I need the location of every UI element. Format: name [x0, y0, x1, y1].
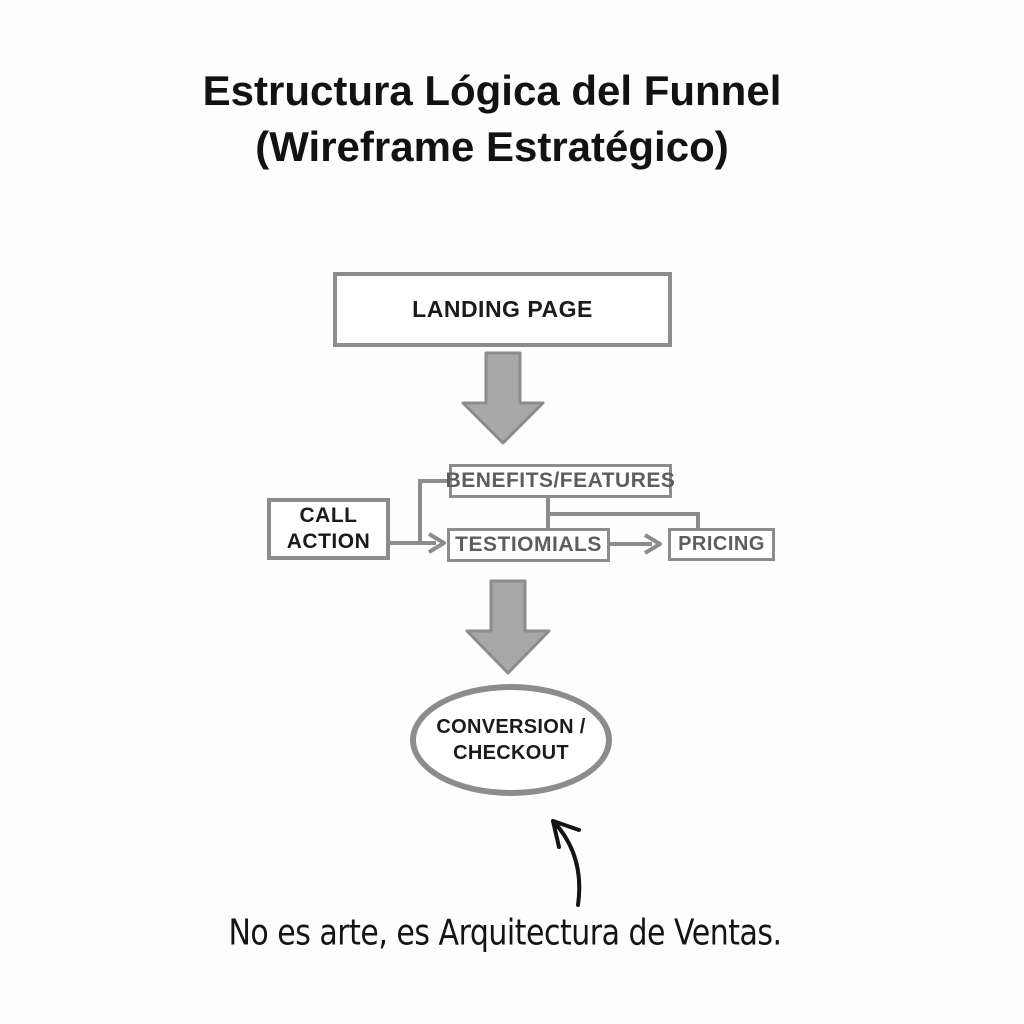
down-arrow-icon — [461, 351, 545, 445]
arrowhead-icon — [427, 532, 446, 554]
node-conversion-checkout: CONVERSION / CHECKOUT — [410, 684, 612, 796]
page-title-line2: (Wireframe Estratégico) — [255, 123, 729, 170]
page-title-line1: Estructura Lógica del Funnel — [202, 67, 782, 114]
hand-drawn-up-arrow-icon — [551, 819, 582, 907]
node-testimonials: TESTIOMIALS — [447, 528, 610, 562]
node-pricing: PRICING — [668, 528, 775, 561]
down-arrow-icon — [465, 579, 551, 675]
page-title: Estructura Lógica del Funnel (Wireframe … — [0, 63, 984, 175]
caption-text: No es arte, es Arquitectura de Ventas. — [228, 912, 782, 955]
hand-drawn-arrowhead-icon — [551, 819, 581, 849]
node-landing-page: LANDING PAGE — [333, 272, 672, 347]
node-benefits-features: BENEFITS/FEATURES — [446, 464, 675, 498]
connector-benefits-pricing — [548, 512, 700, 528]
node-call-action: CALL ACTION — [267, 498, 390, 560]
arrowhead-icon — [643, 533, 662, 555]
